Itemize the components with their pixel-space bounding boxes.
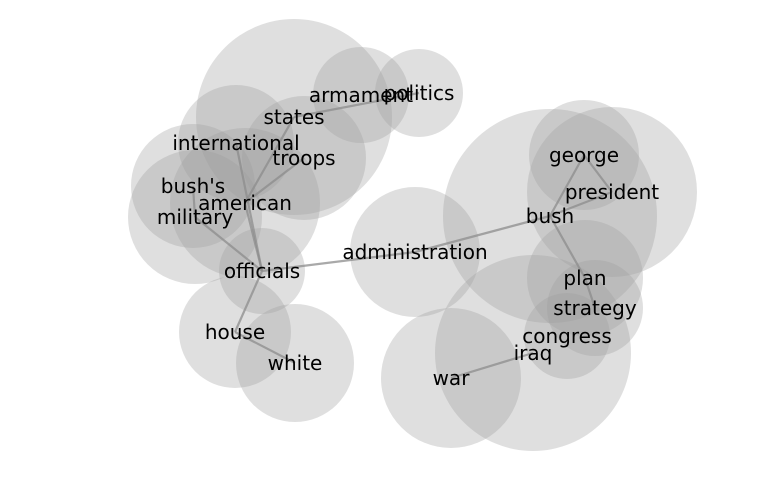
label-states: states — [263, 105, 324, 129]
label-bush: bush — [526, 204, 574, 228]
label-officials: officials — [224, 259, 300, 283]
edge-military-officials — [194, 216, 263, 272]
label-troops: troops — [272, 146, 335, 170]
label-international: international — [172, 131, 299, 155]
edge-george-president — [583, 154, 613, 193]
label-george: george — [549, 143, 619, 167]
label-american: american — [198, 191, 292, 215]
edge-bush-plan — [549, 215, 586, 279]
edge-officials-house — [233, 270, 264, 333]
edge-troops-american — [244, 157, 305, 204]
edge-layer — [191, 91, 613, 380]
label-bushs: bush's — [161, 174, 225, 198]
edge-iraq-war — [450, 351, 534, 380]
label-iraq: iraq — [514, 341, 553, 365]
label-plan: plan — [563, 266, 606, 290]
label-congress: congress — [522, 324, 612, 348]
label-president: president — [565, 180, 659, 204]
label-war: war — [433, 366, 471, 390]
edge-states-american — [244, 116, 295, 204]
edge-bush-president — [549, 190, 613, 218]
edge-plan-strategy — [583, 277, 597, 309]
label-armament: armament — [309, 83, 413, 107]
edge-bush-george — [549, 154, 585, 217]
bubble-armament — [313, 47, 409, 143]
edge-bushs-military — [191, 185, 197, 218]
label-politics: politics — [384, 81, 455, 105]
edge-officials-administration — [261, 250, 416, 273]
edge-house-white — [234, 331, 296, 364]
label-administration: administration — [342, 240, 487, 264]
label-strategy: strategy — [553, 296, 637, 320]
edge-administration-bush — [414, 214, 551, 254]
edge-american-officials — [243, 202, 264, 272]
edge-politics-states — [293, 91, 420, 119]
label-military: military — [157, 205, 233, 229]
label-house: house — [205, 320, 265, 344]
bubble-congress — [524, 293, 610, 379]
label-white: white — [268, 351, 323, 375]
